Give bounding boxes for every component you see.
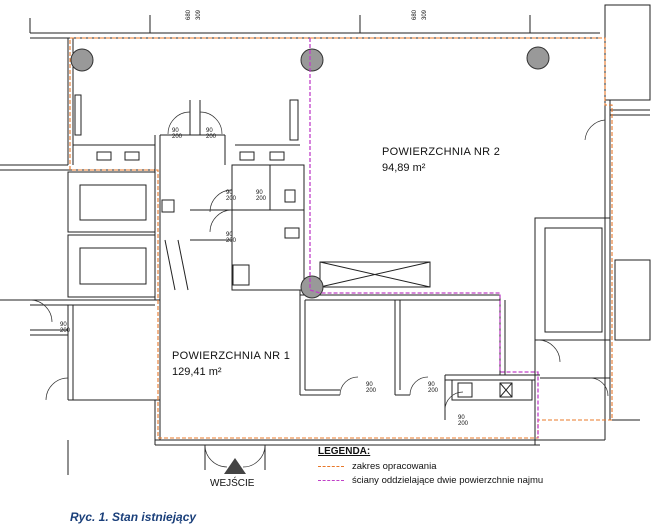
floor-plan — [0, 4, 651, 475]
area-2-title: POWIERZCHNIA NR 2 — [382, 146, 501, 158]
entrance-label: WEJŚCIE — [210, 478, 255, 489]
legend-swatch-orange — [318, 466, 344, 467]
area-1-value: 129,41 m² — [172, 366, 222, 378]
legend-swatch-magenta — [318, 480, 344, 481]
top-dim-1: 680 — [186, 9, 193, 21]
legend-title: LEGENDA: — [318, 446, 371, 457]
legend-item-walls: ściany oddzielające dwie powierzchnie na… — [318, 475, 543, 486]
entrance-arrow-icon — [224, 458, 246, 474]
top-dim-3: 680 — [412, 9, 419, 21]
top-dim-4: 309 — [422, 9, 429, 21]
area-1-title: POWIERZCHNIA NR 1 — [172, 350, 291, 362]
top-dim-2: 309 — [196, 9, 203, 21]
legend-item-scope: zakres opracowania — [318, 461, 437, 472]
legend-label-walls: ściany oddzielające dwie powierzchnie na… — [352, 475, 544, 486]
legend-label-scope: zakres opracowania — [352, 461, 437, 472]
figure-caption: Ryc. 1. Stan istniejący — [70, 510, 197, 524]
area-2-value: 94,89 m² — [382, 162, 426, 174]
